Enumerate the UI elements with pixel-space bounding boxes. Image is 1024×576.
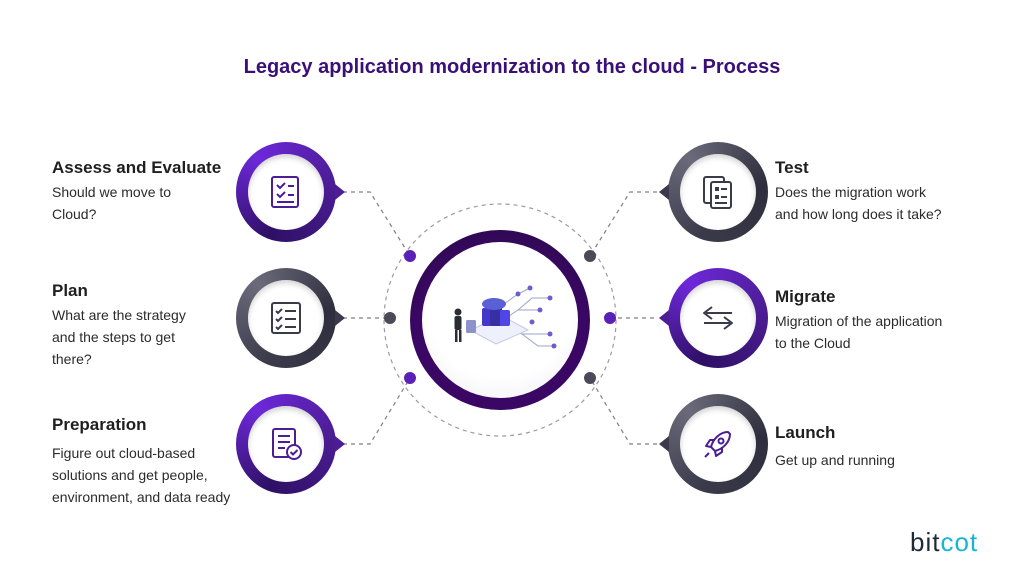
step-title-migrate: Migrate	[775, 287, 836, 306]
step-title-preparation: Preparation	[52, 415, 147, 434]
icon-holder	[248, 280, 324, 356]
dot-test	[584, 250, 596, 262]
desc-line: Does the migration work	[775, 184, 926, 200]
step-node-test[interactable]	[659, 142, 768, 242]
logo-part-1: bit	[910, 527, 941, 557]
documents-icon	[703, 176, 732, 209]
logo-part-2: cot	[940, 527, 979, 557]
pointer-arrow	[335, 436, 345, 452]
center-illustration	[422, 242, 578, 398]
icon-holder	[248, 406, 324, 482]
desc-line: and how long does it take?	[775, 206, 942, 222]
desc-line: Should we move to	[52, 184, 172, 200]
dot-plan	[384, 312, 396, 324]
diagram-title: Legacy application modernization to the …	[243, 56, 781, 78]
step-desc-test: Does the migration work and how long doe…	[775, 181, 942, 225]
icon-holder	[680, 154, 756, 230]
pointer-arrow	[335, 310, 345, 326]
step-title-plan: Plan	[52, 281, 88, 300]
desc-line: to the Cloud	[775, 335, 851, 351]
pointer-arrow	[659, 184, 669, 200]
checklist-icon	[271, 176, 299, 208]
pointer-arrow	[659, 436, 669, 452]
step-node-assess[interactable]	[236, 142, 345, 242]
rocket-icon	[704, 431, 731, 458]
dot-migrate	[604, 312, 616, 324]
connector-assess	[343, 191, 411, 257]
arrows-exchange-icon	[703, 306, 733, 330]
bitcot-logo: bitcot	[910, 527, 978, 558]
document-check-icon	[272, 428, 302, 460]
cloud-network-illustration	[454, 285, 557, 349]
step-node-launch[interactable]	[659, 394, 768, 494]
step-desc-assess: Should we move to Cloud?	[52, 181, 171, 225]
desc-line: and the steps to get	[52, 329, 175, 345]
desc-line: solutions and get people,	[52, 467, 208, 483]
step-title-launch: Launch	[775, 423, 836, 442]
list-icon	[271, 302, 301, 334]
dot-launch	[584, 372, 596, 384]
dot-assess	[404, 250, 416, 262]
icon-holder	[680, 280, 756, 356]
center-dashed-ring	[383, 203, 617, 437]
step-desc-launch: Get up and running	[775, 449, 895, 471]
step-desc-preparation: Figure out cloud-based solutions and get…	[52, 442, 230, 508]
pointer-arrow	[335, 184, 345, 200]
desc-line: there?	[52, 351, 92, 367]
connector-test	[589, 191, 657, 257]
connector-preparation	[343, 377, 411, 445]
connector-launch	[589, 377, 657, 445]
pointer-arrow	[659, 310, 669, 326]
center-circle	[410, 230, 590, 410]
icon-holder	[248, 154, 324, 230]
desc-line: environment, and data ready	[52, 489, 231, 505]
desc-line: Get up and running	[775, 452, 895, 468]
desc-line: Cloud?	[52, 206, 97, 222]
step-node-preparation[interactable]	[236, 394, 345, 494]
icon-holder	[680, 406, 756, 482]
step-title-assess: Assess and Evaluate	[52, 158, 222, 177]
step-node-migrate[interactable]	[659, 268, 768, 368]
step-desc-plan: What are the strategy and the steps to g…	[52, 304, 186, 370]
step-node-plan[interactable]	[236, 268, 345, 368]
desc-line: Figure out cloud-based	[52, 445, 196, 461]
step-desc-migrate: Migration of the application to the Clou…	[775, 310, 942, 354]
dot-preparation	[404, 372, 416, 384]
step-title-test: Test	[775, 158, 809, 177]
desc-line: Migration of the application	[775, 313, 943, 329]
desc-line: What are the strategy	[52, 307, 186, 323]
